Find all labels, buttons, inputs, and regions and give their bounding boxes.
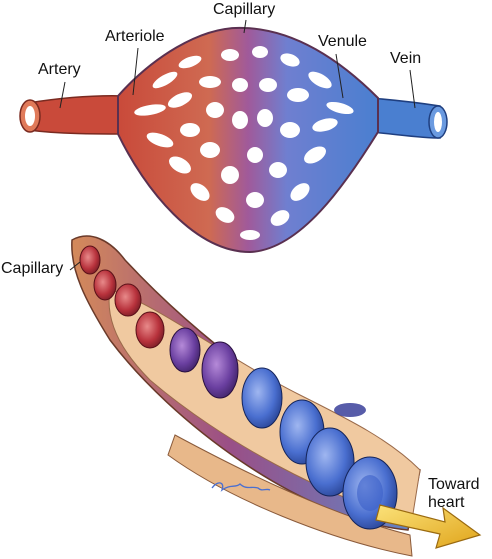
label-vein: Vein: [390, 50, 422, 67]
artist-signature: [211, 482, 271, 492]
red-blood-cell: [169, 327, 201, 373]
label-leaders: [59, 19, 416, 109]
label-artery: Artery: [38, 61, 81, 78]
capillary-gaps: [134, 46, 354, 240]
label-capillary-side: Capillary: [1, 260, 64, 277]
red-blood-cell: [241, 367, 283, 429]
capillary-bed: [19, 19, 448, 254]
red-blood-cell: [93, 269, 117, 301]
red-blood-cell: [79, 245, 101, 275]
capillary-cutaway: [69, 235, 482, 557]
label-arteriole: Arteriole: [105, 28, 165, 45]
red-blood-cell: [305, 427, 355, 497]
artery-vessel: [27, 95, 126, 135]
label-toward-heart-1: Toward: [428, 476, 480, 493]
label-toward-heart-2: heart: [428, 494, 465, 511]
red-blood-cell: [135, 311, 165, 349]
red-blood-cell: [114, 283, 142, 317]
endothelial-edge: [167, 434, 413, 557]
flow-arrow: [375, 504, 482, 549]
red-blood-cell: [201, 341, 239, 399]
capillary-network: [117, 26, 379, 254]
label-capillary-top: Capillary: [213, 1, 276, 18]
endothelial-nucleus: [334, 403, 366, 417]
label-venule: Venule: [318, 33, 367, 50]
